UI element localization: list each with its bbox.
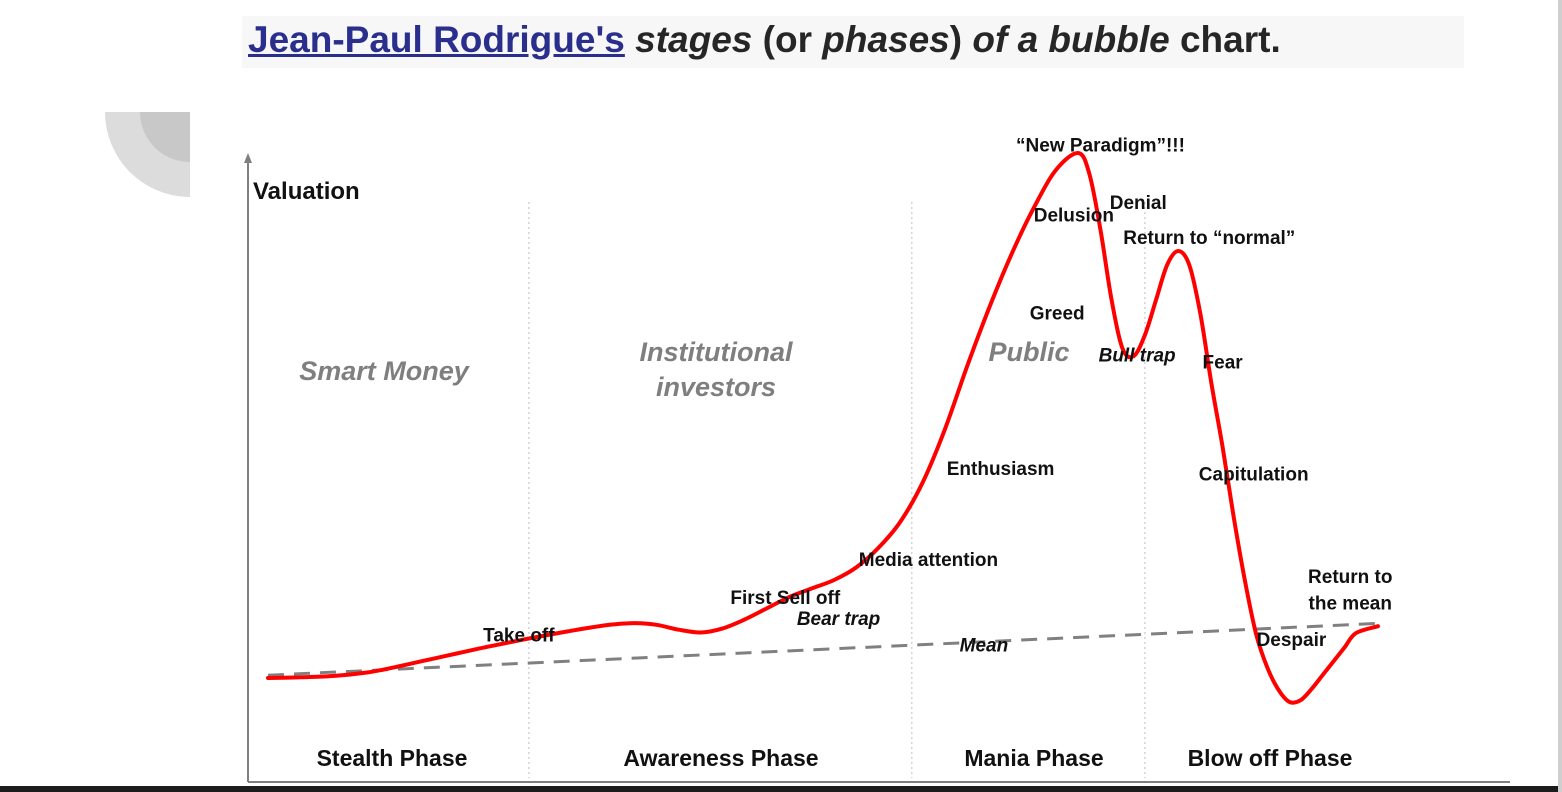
author-link[interactable]: Jean-Paul Rodrigue's [248,19,625,60]
annotation-label: “New Paradigm”!!! [1016,136,1185,157]
title-part-stages: stages [635,19,753,60]
annotation-label: Return to [1308,567,1392,588]
title-part-or: (or [762,19,812,60]
annotation-label: Take off [483,626,555,647]
series [266,151,1380,705]
y-axis-label: Valuation [253,178,360,205]
right-border [1558,0,1562,792]
title-part-phases: phases [822,19,950,60]
title-part-chart: chart. [1179,19,1281,60]
title-part-paren: ) [949,19,963,60]
title-part-of-a-bubble: of a bubble [972,19,1170,60]
annotation-label: Bull trap [1099,346,1176,367]
group-label: Public [988,337,1069,367]
phase-label: Blow off Phase [1188,745,1353,771]
mean-series-line [267,621,1379,677]
annotation-label: Fear [1203,353,1244,374]
y-axis-arrow [244,153,252,163]
annotation-label: Despair [1257,630,1327,651]
annotation-label: Enthusiasm [947,459,1055,480]
annotation-label: Media attention [859,550,998,571]
valuation-series-line [266,151,1380,705]
title-background [242,16,1464,68]
bottom-border [0,786,1562,792]
phase-label: Stealth Phase [317,745,468,771]
phase-labels: Stealth Phase Awareness Phase Mania Phase B… [317,745,1353,771]
phase-dividers [528,202,1146,778]
annotation-label: Capitulation [1199,465,1309,486]
annotation-label: Greed [1030,304,1085,325]
annotation-label: Denial [1110,193,1167,214]
annotation-label: the mean [1309,593,1392,614]
page-title: Jean-Paul Rodrigue's stages (or phases) … [248,18,1281,62]
group-label: Smart Money [299,356,471,386]
decorative-arc-icon [105,112,190,197]
annotation-label: Delusion [1034,206,1114,227]
annotation-label: Return to “normal” [1123,228,1295,249]
phase-label: Mania Phase [964,745,1103,771]
annotation-label: Bear trap [797,609,880,630]
phase-label: Awareness Phase [623,745,818,771]
annotation-label: Mean [960,635,1009,656]
annotation-label: First Sell off [730,588,840,609]
axes [244,153,1510,783]
